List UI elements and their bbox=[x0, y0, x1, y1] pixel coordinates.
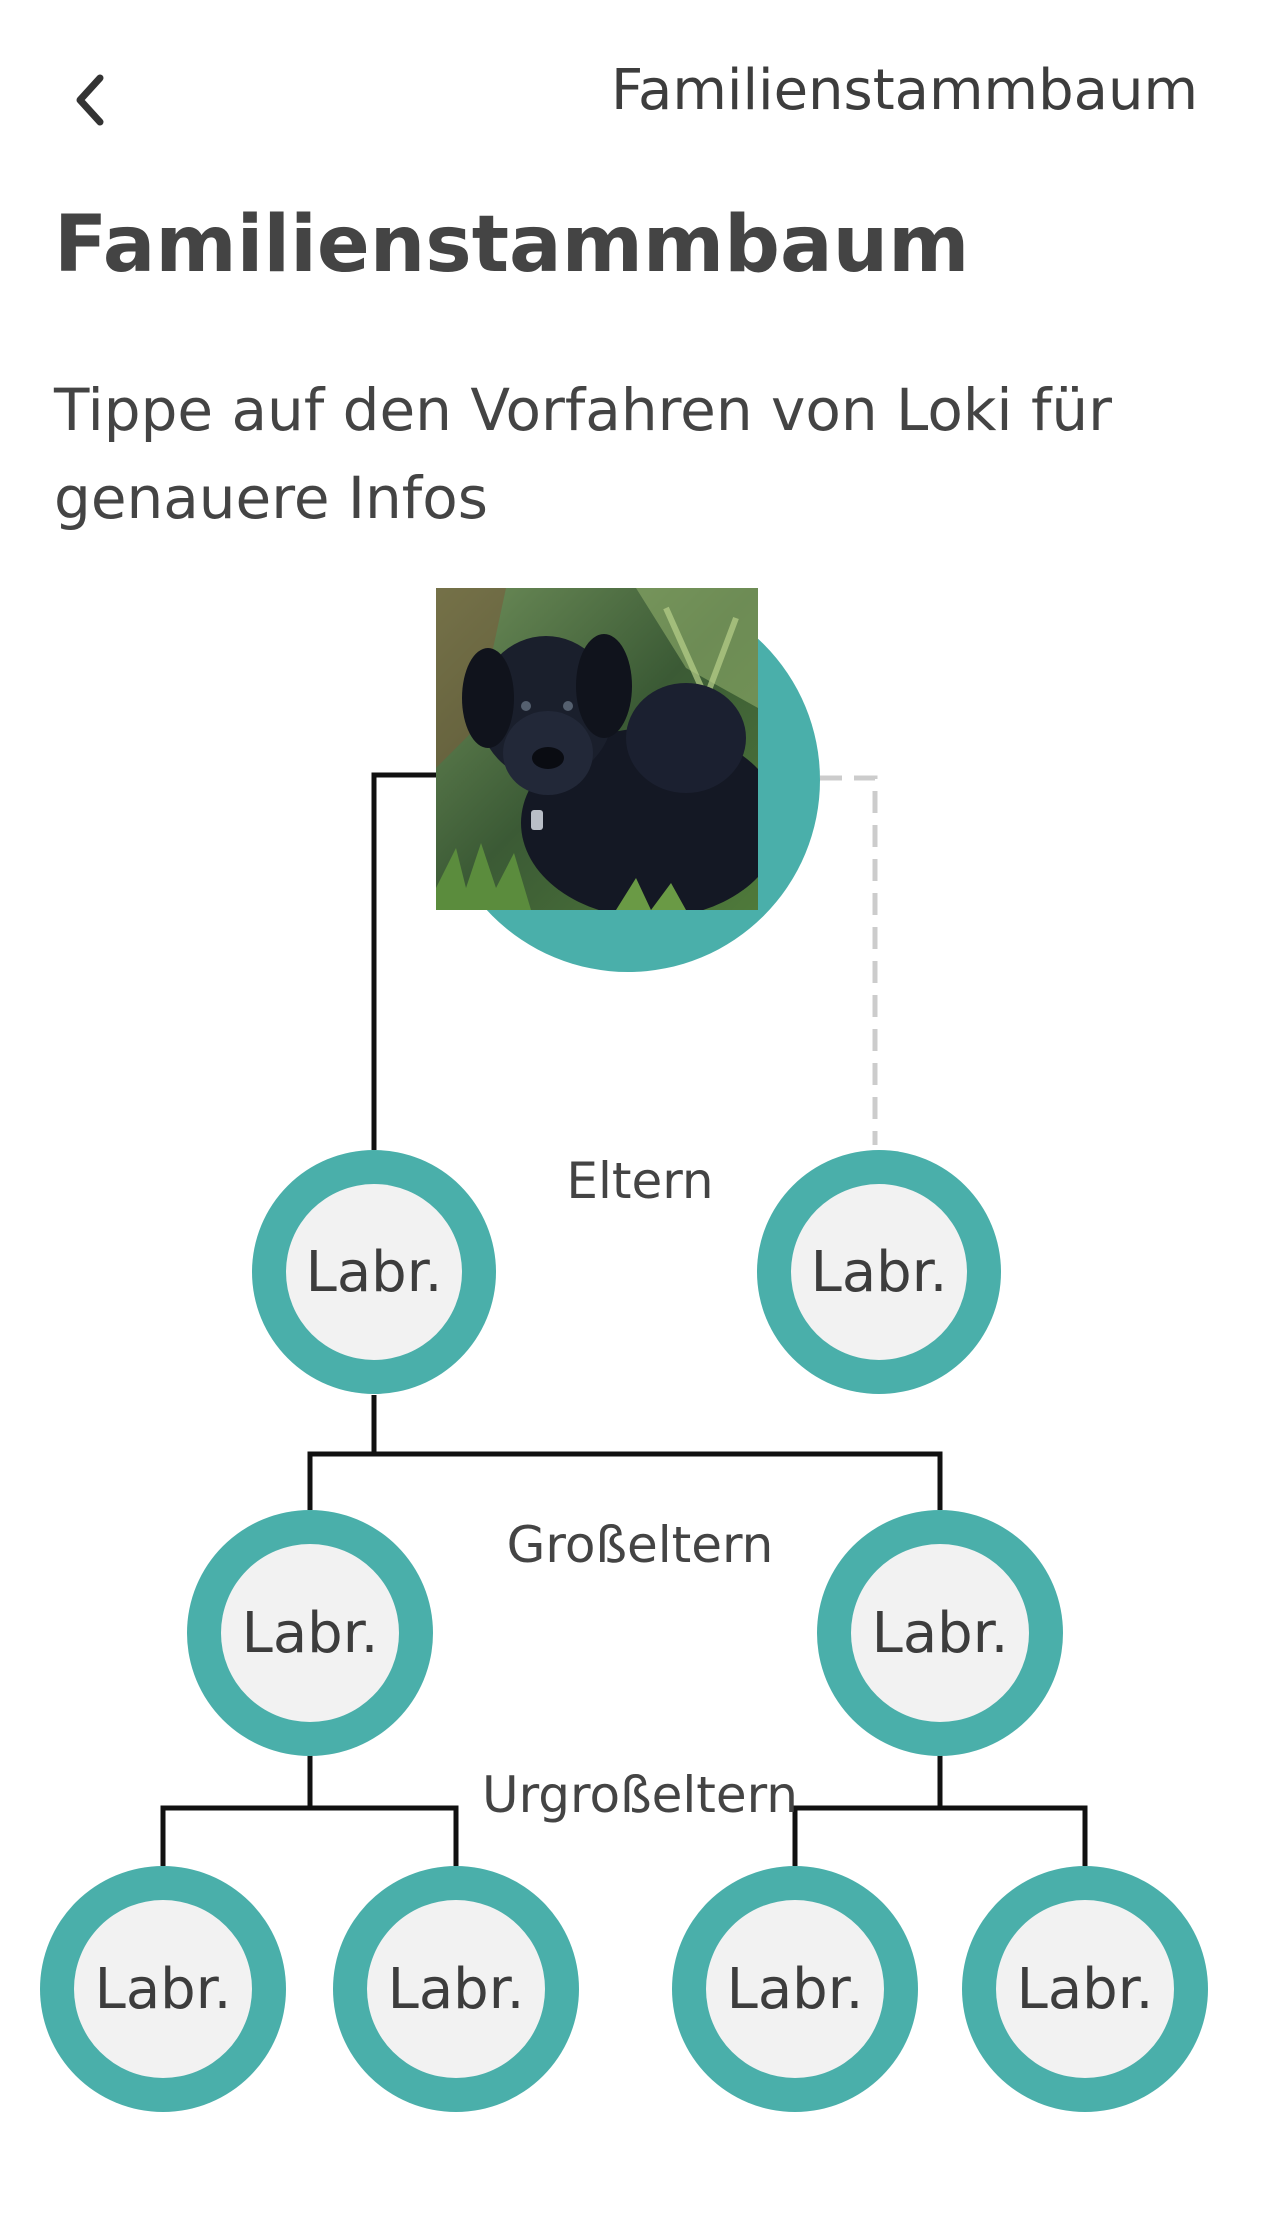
app-header: Familienstammbaum bbox=[0, 0, 1280, 200]
node-label: Labr. bbox=[74, 1900, 252, 2078]
back-button[interactable] bbox=[60, 60, 120, 140]
connector-left-great-grandparents bbox=[160, 1805, 459, 1866]
node-label: Labr. bbox=[791, 1184, 967, 1360]
great-grandparent-node-1[interactable]: Labr. bbox=[40, 1866, 286, 2112]
parent-node-left[interactable]: Labr. bbox=[252, 1150, 496, 1394]
great-grandparent-node-3[interactable]: Labr. bbox=[672, 1866, 918, 2112]
root-dog-node[interactable] bbox=[436, 588, 820, 972]
connector-right-great-grandparents bbox=[792, 1805, 1088, 1866]
connector-root-right-parent bbox=[820, 775, 878, 1145]
node-label: Labr. bbox=[851, 1544, 1029, 1722]
node-label: Labr. bbox=[286, 1184, 462, 1360]
node-label: Labr. bbox=[221, 1544, 399, 1722]
node-label: Labr. bbox=[367, 1900, 545, 2078]
node-label: Labr. bbox=[706, 1900, 884, 2078]
connector-grandparents bbox=[307, 1451, 943, 1510]
grandparent-node-right[interactable]: Labr. bbox=[817, 1510, 1063, 1756]
black-labrador-photo bbox=[436, 588, 789, 941]
node-label: Labr. bbox=[996, 1900, 1174, 2078]
grandparent-node-left[interactable]: Labr. bbox=[187, 1510, 433, 1756]
chevron-left-icon bbox=[76, 74, 104, 126]
great-grandparent-node-2[interactable]: Labr. bbox=[333, 1866, 579, 2112]
page-title: Familienstammbaum bbox=[54, 200, 970, 290]
generation-label-great-grandparents: Urgroßeltern bbox=[482, 1766, 798, 1824]
generation-label-parents: Eltern bbox=[566, 1152, 714, 1210]
great-grandparent-node-4[interactable]: Labr. bbox=[962, 1866, 1208, 2112]
parent-node-right[interactable]: Labr. bbox=[757, 1150, 1001, 1394]
page-subtitle: Tippe auf den Vorfahren von Loki für gen… bbox=[54, 376, 1112, 532]
generation-label-grandparents: Großeltern bbox=[506, 1516, 774, 1574]
connector-root-left-parent bbox=[371, 772, 436, 1150]
nav-title: Familienstammbaum bbox=[610, 58, 1198, 123]
